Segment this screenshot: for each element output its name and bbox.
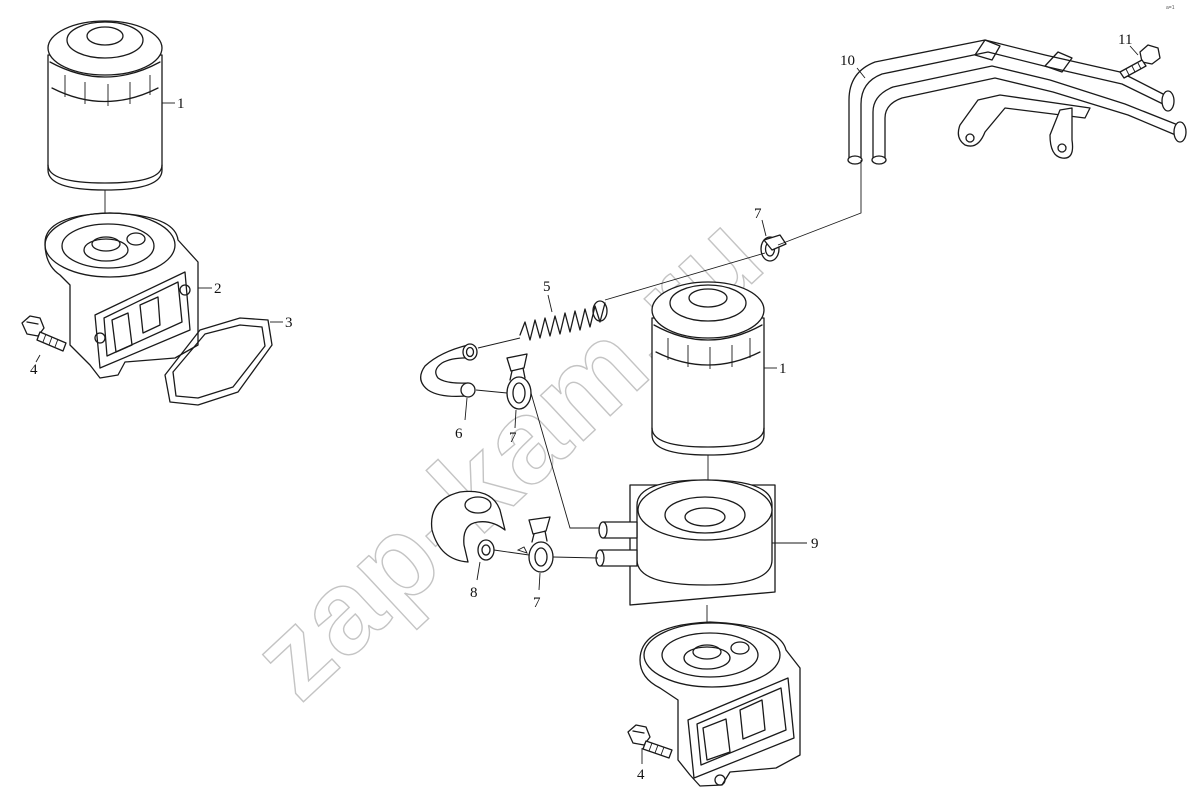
callout-4-left: 4 xyxy=(30,362,38,378)
oil-filter-left xyxy=(47,20,163,191)
callout-7-middle: 7 xyxy=(509,430,517,446)
oil-filter-right xyxy=(651,281,765,456)
callout-5: 5 xyxy=(543,279,551,295)
filter-housing-left xyxy=(44,212,199,379)
callout-11: 11 xyxy=(1118,32,1132,48)
callout-7-lower: 7 xyxy=(533,595,541,611)
hose-8 xyxy=(430,490,506,563)
callout-1-right: 1 xyxy=(779,361,787,377)
gasket xyxy=(164,317,273,406)
pipe-assembly-10 xyxy=(847,39,1187,165)
callout-2: 2 xyxy=(214,281,222,297)
bolt-right xyxy=(627,724,673,759)
bolt-left xyxy=(21,315,67,352)
callout-1-left: 1 xyxy=(177,96,185,112)
spring-5 xyxy=(519,300,608,341)
callout-10: 10 xyxy=(840,53,855,69)
clamp-7-middle xyxy=(506,353,532,410)
callout-3: 3 xyxy=(285,315,293,331)
clamp-7-upper xyxy=(760,234,787,262)
oil-cooler xyxy=(595,479,776,606)
connection-lines xyxy=(475,160,862,559)
corner-mark: a=1 xyxy=(1166,5,1175,11)
callout-4-bottom: 4 xyxy=(637,767,645,783)
callout-9: 9 xyxy=(811,536,819,552)
filter-housing-right xyxy=(639,621,801,787)
hose-6 xyxy=(420,343,478,398)
callout-6: 6 xyxy=(455,426,463,442)
callout-8: 8 xyxy=(470,585,478,601)
clamp-7-lower xyxy=(528,516,554,573)
bolt-11 xyxy=(1119,44,1161,79)
callout-7-upper: 7 xyxy=(754,206,762,222)
